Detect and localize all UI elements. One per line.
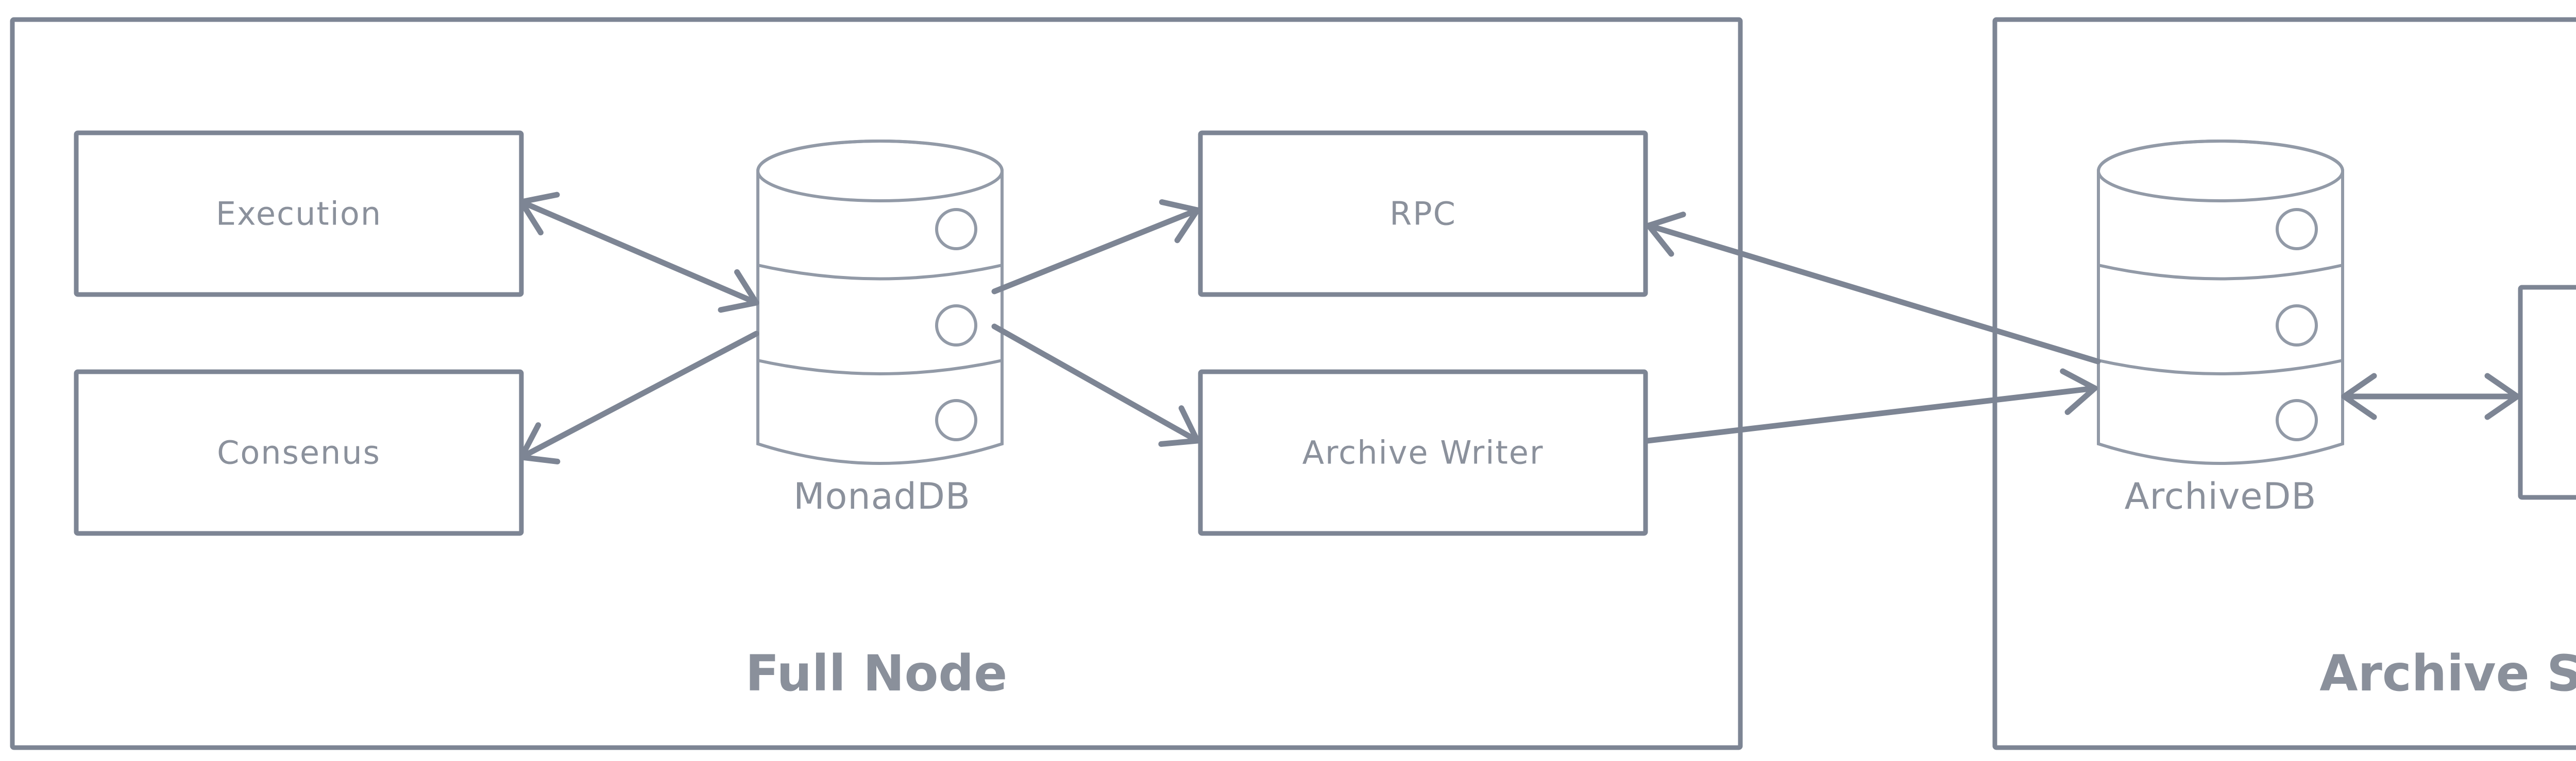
arrow-execution-monaddb bbox=[518, 192, 759, 313]
arrow-monaddb-rpc bbox=[991, 199, 1200, 295]
arrow-archive-writer-archivedb bbox=[1645, 368, 2098, 444]
arrow-monaddb-consensus bbox=[518, 331, 759, 464]
monaddb-label: MonadDB bbox=[793, 475, 971, 517]
archivedb-label: ArchiveDB bbox=[2124, 475, 2317, 517]
consensus-box-label: Consenus bbox=[217, 434, 381, 472]
execution-box-label: Execution bbox=[215, 195, 382, 233]
consensus-box bbox=[74, 369, 524, 536]
full-node-title: Full Node bbox=[745, 645, 1008, 702]
arrow-monaddb-archive-writer bbox=[991, 323, 1200, 447]
rpc-box bbox=[1198, 130, 1648, 297]
archive-server-title: Archive Server bbox=[2319, 645, 2576, 702]
archivedb-database-icon bbox=[2097, 139, 2344, 465]
archive-writer-box-label: Archive Writer bbox=[1302, 434, 1544, 472]
archive-writer-box bbox=[1198, 369, 1648, 536]
monaddb-database-icon bbox=[756, 139, 1004, 465]
indexer-box bbox=[2518, 285, 2576, 500]
arrow-archivedb-rpc bbox=[1646, 212, 2101, 365]
rpc-box-label: RPC bbox=[1389, 195, 1456, 233]
archive-server-container bbox=[1992, 17, 2576, 750]
full-node-container bbox=[10, 17, 1743, 750]
execution-box bbox=[74, 130, 524, 297]
